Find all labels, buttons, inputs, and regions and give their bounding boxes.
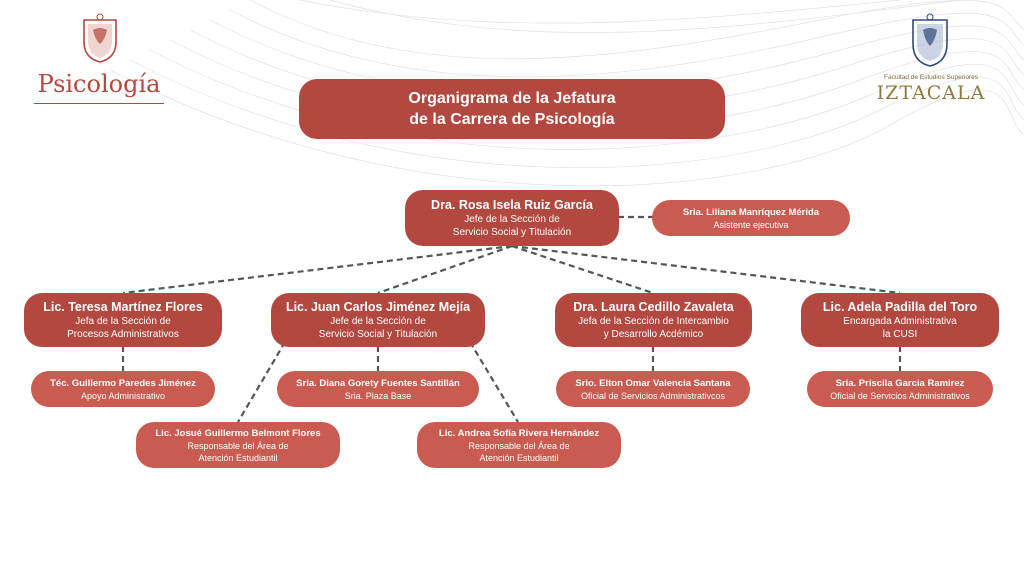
node-juan-name: Lic. Juan Carlos Jiménez Mejía (285, 300, 471, 314)
node-elton: Srio. Elton Omar Valencia Santana Oficia… (556, 371, 750, 407)
fes-iztacala-crest-icon (912, 13, 948, 67)
node-teresa-role-1: Jefa de la Sección de (75, 316, 171, 327)
psicologia-brand-text: Psicología (37, 70, 161, 98)
iztacala-logo: Facultad de Estudios Superiores IZTACALA (876, 12, 986, 104)
node-josue-role-1: Responsable del Área de (187, 440, 289, 451)
node-guillermo-role: Apoyo Administrativo (80, 390, 166, 401)
node-adela: Lic. Adela Padilla del Toro Encargada Ad… (801, 293, 999, 347)
node-assistant-role: Asistente ejecutiva (713, 219, 789, 230)
node-juan-role-2: Servicio Social y Titulación (318, 329, 438, 340)
node-laura-role-1: Jefa de la Sección de Intercambio (578, 316, 729, 327)
psicologia-logo: Psicología (34, 12, 164, 104)
node-priscila-role: Oficial de Servicios Administrativos (830, 390, 970, 401)
node-josue-role-2: Atención Estudiantil (198, 452, 278, 463)
node-assistant: Sria. Liliana Manríquez Mérida Asistente… (652, 200, 850, 236)
faculty-label: Facultad de Estudios Superiores (884, 74, 978, 81)
node-andrea: Lic. Andrea Sofía Rivera Hernández Respo… (417, 422, 621, 468)
node-josue-name: Lic. Josué Guillermo Belmont Flores (155, 427, 321, 439)
node-laura-name: Dra. Laura Cedillo Zavaleta (573, 300, 734, 314)
node-teresa-name: Lic. Teresa Martínez Flores (43, 300, 203, 314)
node-priscila: Sria. Priscila Garcia Ramirez Oficial de… (807, 371, 993, 407)
connector-top-adela (511, 244, 901, 295)
node-priscila-name: Sria. Priscila Garcia Ramirez (835, 377, 965, 389)
node-diana: Sria. Diana Gorety Fuentes Santillán Sri… (277, 371, 479, 407)
node-guillermo: Téc. Guillermo Paredes Jiménez Apoyo Adm… (31, 371, 215, 407)
connector-top-juan (377, 244, 513, 295)
connector-top-teresa (122, 244, 513, 295)
node-diana-role: Sria. Plaza Base (344, 390, 412, 401)
node-adela-name: Lic. Adela Padilla del Toro (822, 300, 978, 314)
node-director: Dra. Rosa Isela Ruiz García Jefe de la S… (405, 190, 619, 246)
node-director-role-1: Jefe de la Sección de (464, 214, 560, 225)
node-josue: Lic. Josué Guillermo Belmont Flores Resp… (136, 422, 340, 468)
node-elton-role: Oficial de Servicios Administrativcos (580, 390, 726, 401)
node-laura-role-2: y Desarrollo Acdémico (603, 329, 704, 340)
node-andrea-name: Lic. Andrea Sofía Rivera Hernández (438, 427, 600, 439)
connector-top-laura (511, 244, 654, 295)
node-assistant-name: Sria. Liliana Manríquez Mérida (682, 206, 820, 218)
title-line-2: de la Carrera de Psicología (409, 111, 615, 128)
node-adela-role-2: la CUSI (882, 329, 918, 340)
node-juan-role-1: Jefe de la Sección de (330, 316, 426, 327)
node-andrea-role-2: Atención Estudiantil (479, 452, 559, 463)
node-guillermo-name: Téc. Guillermo Paredes Jiménez (50, 377, 196, 389)
unam-crest-icon (83, 13, 117, 63)
node-juan: Lic. Juan Carlos Jiménez Mejía Jefe de l… (271, 293, 485, 347)
node-teresa: Lic. Teresa Martínez Flores Jefa de la S… (24, 293, 222, 347)
brand-underline (34, 103, 164, 104)
connector-juan-josue (237, 341, 286, 423)
connector-juan-andrea (469, 341, 519, 423)
node-diana-name: Sria. Diana Gorety Fuentes Santillán (296, 377, 460, 389)
node-andrea-role-1: Responsable del Área de (468, 440, 570, 451)
node-elton-name: Srio. Elton Omar Valencia Santana (575, 377, 731, 389)
node-director-name: Dra. Rosa Isela Ruiz García (431, 198, 593, 212)
node-teresa-role-2: Procesos Administrativos (67, 329, 179, 340)
node-laura: Dra. Laura Cedillo Zavaleta Jefa de la S… (555, 293, 752, 347)
node-director-role-2: Servicio Social y Titulación (452, 227, 572, 238)
title-line-1: Organigrama de la Jefatura (408, 90, 616, 107)
node-adela-role-1: Encargada Administrativa (843, 316, 957, 327)
iztacala-name: IZTACALA (876, 82, 986, 104)
page-title: Organigrama de la Jefatura de la Carrera… (299, 79, 725, 139)
